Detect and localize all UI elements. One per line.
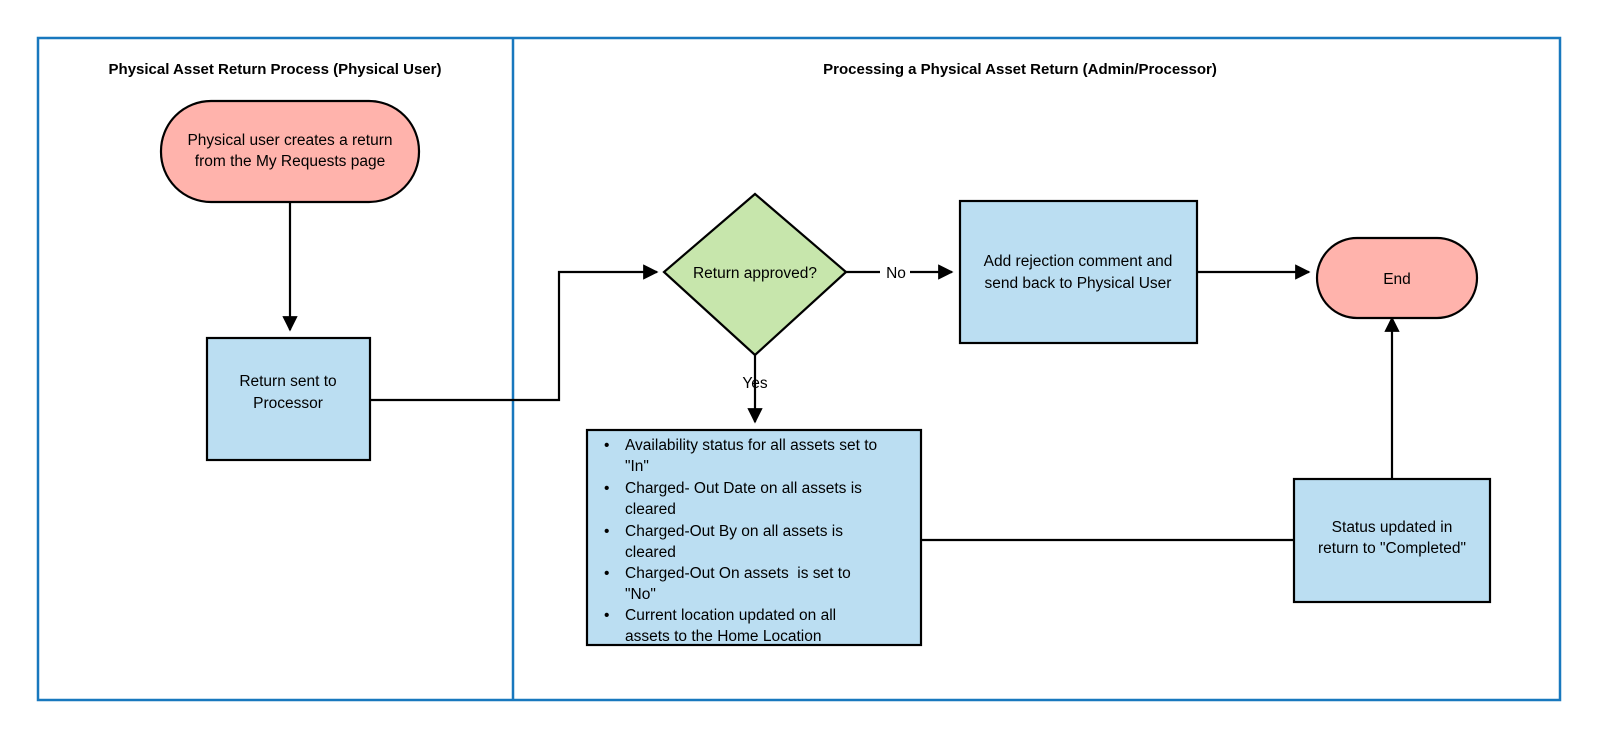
node-return-sent-to-processor[interactable]: Return sent to Processor [205, 336, 372, 462]
asset-updates-bullet-1-line-1: Availability status for all assets set t… [625, 437, 877, 454]
node-decision-return-approved[interactable]: Return approved? [662, 192, 848, 357]
lane-title-admin-processor: Processing a Physical Asset Return (Admi… [823, 61, 1217, 78]
edge-label-no-background [880, 262, 910, 282]
bullet-marker: • [604, 437, 609, 454]
lane-title-physical-user: Physical Asset Return Process (Physical … [109, 61, 442, 78]
node-rejection-line-2: send back to Physical User [985, 275, 1172, 292]
node-start-shape [159, 99, 421, 204]
bullet-marker: • [604, 565, 609, 582]
edge-return-sent-to-decision [370, 264, 659, 402]
asset-updates-bullet-2-line-2: cleared [625, 501, 676, 518]
node-asset-updates-shape [585, 428, 923, 647]
node-start-line-2: from the My Requests page [195, 153, 385, 170]
asset-updates-bullet-5-line-1: Current location updated on all [625, 607, 836, 624]
node-rejection-line-1: Add rejection comment and [984, 253, 1173, 270]
node-status-updated-line-2: return to "Completed" [1318, 540, 1466, 557]
node-status-updated-line-1: Status updated in [1332, 519, 1453, 536]
node-return-sent-line-2: Processor [253, 395, 323, 412]
bullet-marker: • [604, 523, 609, 540]
bullet-marker: • [604, 480, 609, 497]
node-status-updated-shape [1292, 477, 1492, 604]
node-end-shape [1315, 236, 1479, 320]
edge-label-yes: Yes [742, 375, 768, 392]
asset-updates-bullet-3-line-2: cleared [625, 544, 676, 561]
node-return-sent-shape [205, 336, 372, 462]
bullet-marker: • [604, 607, 609, 624]
asset-updates-bullet-5-line-2: assets to the Home Location [625, 628, 821, 645]
node-return-sent-line-1: Return sent to [239, 373, 336, 390]
node-status-updated[interactable]: Status updated in return to "Completed" [1292, 477, 1492, 604]
node-start[interactable]: Physical user creates a return from the … [159, 99, 421, 204]
node-start-line-1: Physical user creates a return [187, 132, 392, 149]
edge-label-no: No [886, 265, 906, 282]
asset-updates-bullet-1-line-2: "In" [625, 458, 649, 475]
node-rejection-shape [958, 199, 1199, 345]
node-decision-label: Return approved? [693, 265, 817, 282]
node-end[interactable]: End [1315, 236, 1479, 320]
node-end-label: End [1383, 271, 1411, 288]
asset-updates-bullet-4-line-2: "No" [625, 586, 656, 603]
asset-updates-bullet-2-line-1: Charged- Out Date on all assets is [625, 480, 862, 497]
swimlane-frame [36, 36, 1562, 702]
node-asset-updates[interactable]: • Availability status for all assets set… [585, 428, 923, 647]
asset-updates-bullet-3-line-1: Charged-Out By on all assets is [625, 523, 843, 540]
node-decision-shape [662, 192, 848, 357]
asset-updates-bullet-4-line-1: Charged-Out On assets is set to [625, 565, 851, 582]
node-add-rejection-comment[interactable]: Add rejection comment and send back to P… [958, 199, 1199, 345]
